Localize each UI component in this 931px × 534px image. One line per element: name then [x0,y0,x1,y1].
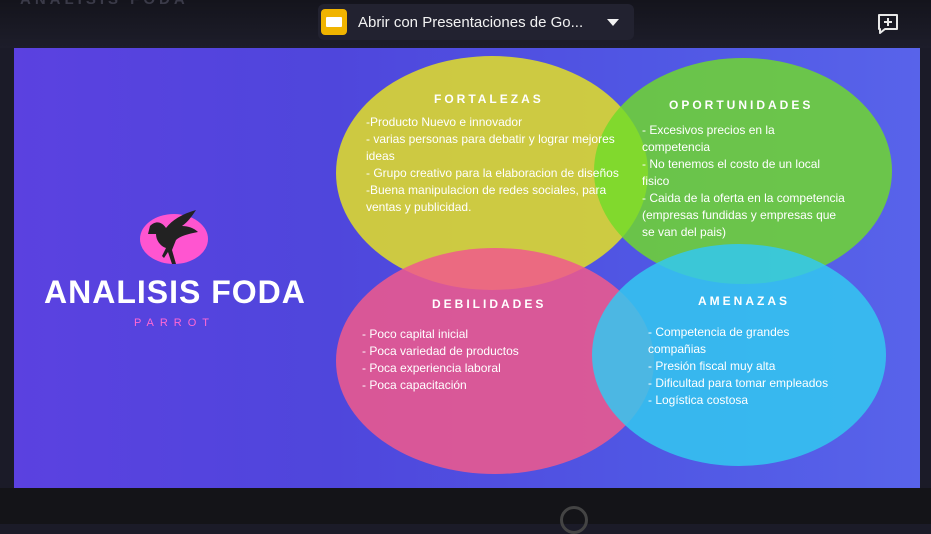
list-item: - Poco capital inicial [362,327,469,341]
list-item: - Excesivos precios en la competencia [642,123,775,154]
debilidades-list: - Poco capital inicial - Poca variedad d… [362,326,602,394]
amenazas-list: - Competencia de grandes compañias - Pre… [648,324,844,409]
list-item: - varias personas para debatir y lograr … [366,132,615,163]
list-item: - Dificultad para tomar empleados [648,376,829,390]
viewer-bottom-bar [0,488,931,534]
open-with-button[interactable]: Abrir con Presentaciones de Go... [318,4,634,40]
list-item: - Poca experiencia laboral [362,361,501,375]
list-item: - Poca capacitación [362,378,467,392]
list-item: -Producto Nuevo e innovador [366,115,523,129]
zoom-control-icon[interactable] [560,506,588,534]
list-item: - Poca variedad de productos [362,344,519,358]
slide-title: ANALISIS FODA [44,274,306,310]
presentation-slide: ANALISIS FODA PARROT FORTALEZAS -Product… [14,48,920,490]
faded-document-title: ANALISIS FODA [20,0,189,8]
add-comment-icon[interactable] [876,12,900,36]
fortalezas-title: FORTALEZAS [434,92,544,106]
amenazas-circle [592,244,886,466]
list-item: - Caida de la oferta en la competencia (… [642,191,845,239]
oportunidades-list: - Excesivos precios en la competencia - … [642,122,846,241]
list-item: - No tenemos el costo de un local fisico [642,157,821,188]
list-item: - Presión fiscal muy alta [648,359,776,373]
fortalezas-list: -Producto Nuevo e innovador - varias per… [366,114,628,216]
debilidades-title: DEBILIDADES [432,297,547,311]
slides-icon [321,9,347,35]
parrot-logo-icon [148,210,198,264]
dropdown-caret-icon[interactable] [607,18,620,26]
list-item: - Logística costosa [648,393,749,407]
viewer-top-bar: ANALISIS FODA Abrir con Presentaciones d… [0,0,931,48]
list-item: - Competencia de grandes compañias [648,325,790,356]
list-item: -Buena manipulacion de redes sociales, p… [366,183,607,214]
oportunidades-title: OPORTUNIDADES [669,98,814,112]
amenazas-title: AMENAZAS [698,294,790,308]
list-item: - Grupo creativo para la elaboracion de … [366,166,619,180]
open-with-label: Abrir con Presentaciones de Go... [358,13,584,31]
slide-subtitle: PARROT [134,317,216,329]
